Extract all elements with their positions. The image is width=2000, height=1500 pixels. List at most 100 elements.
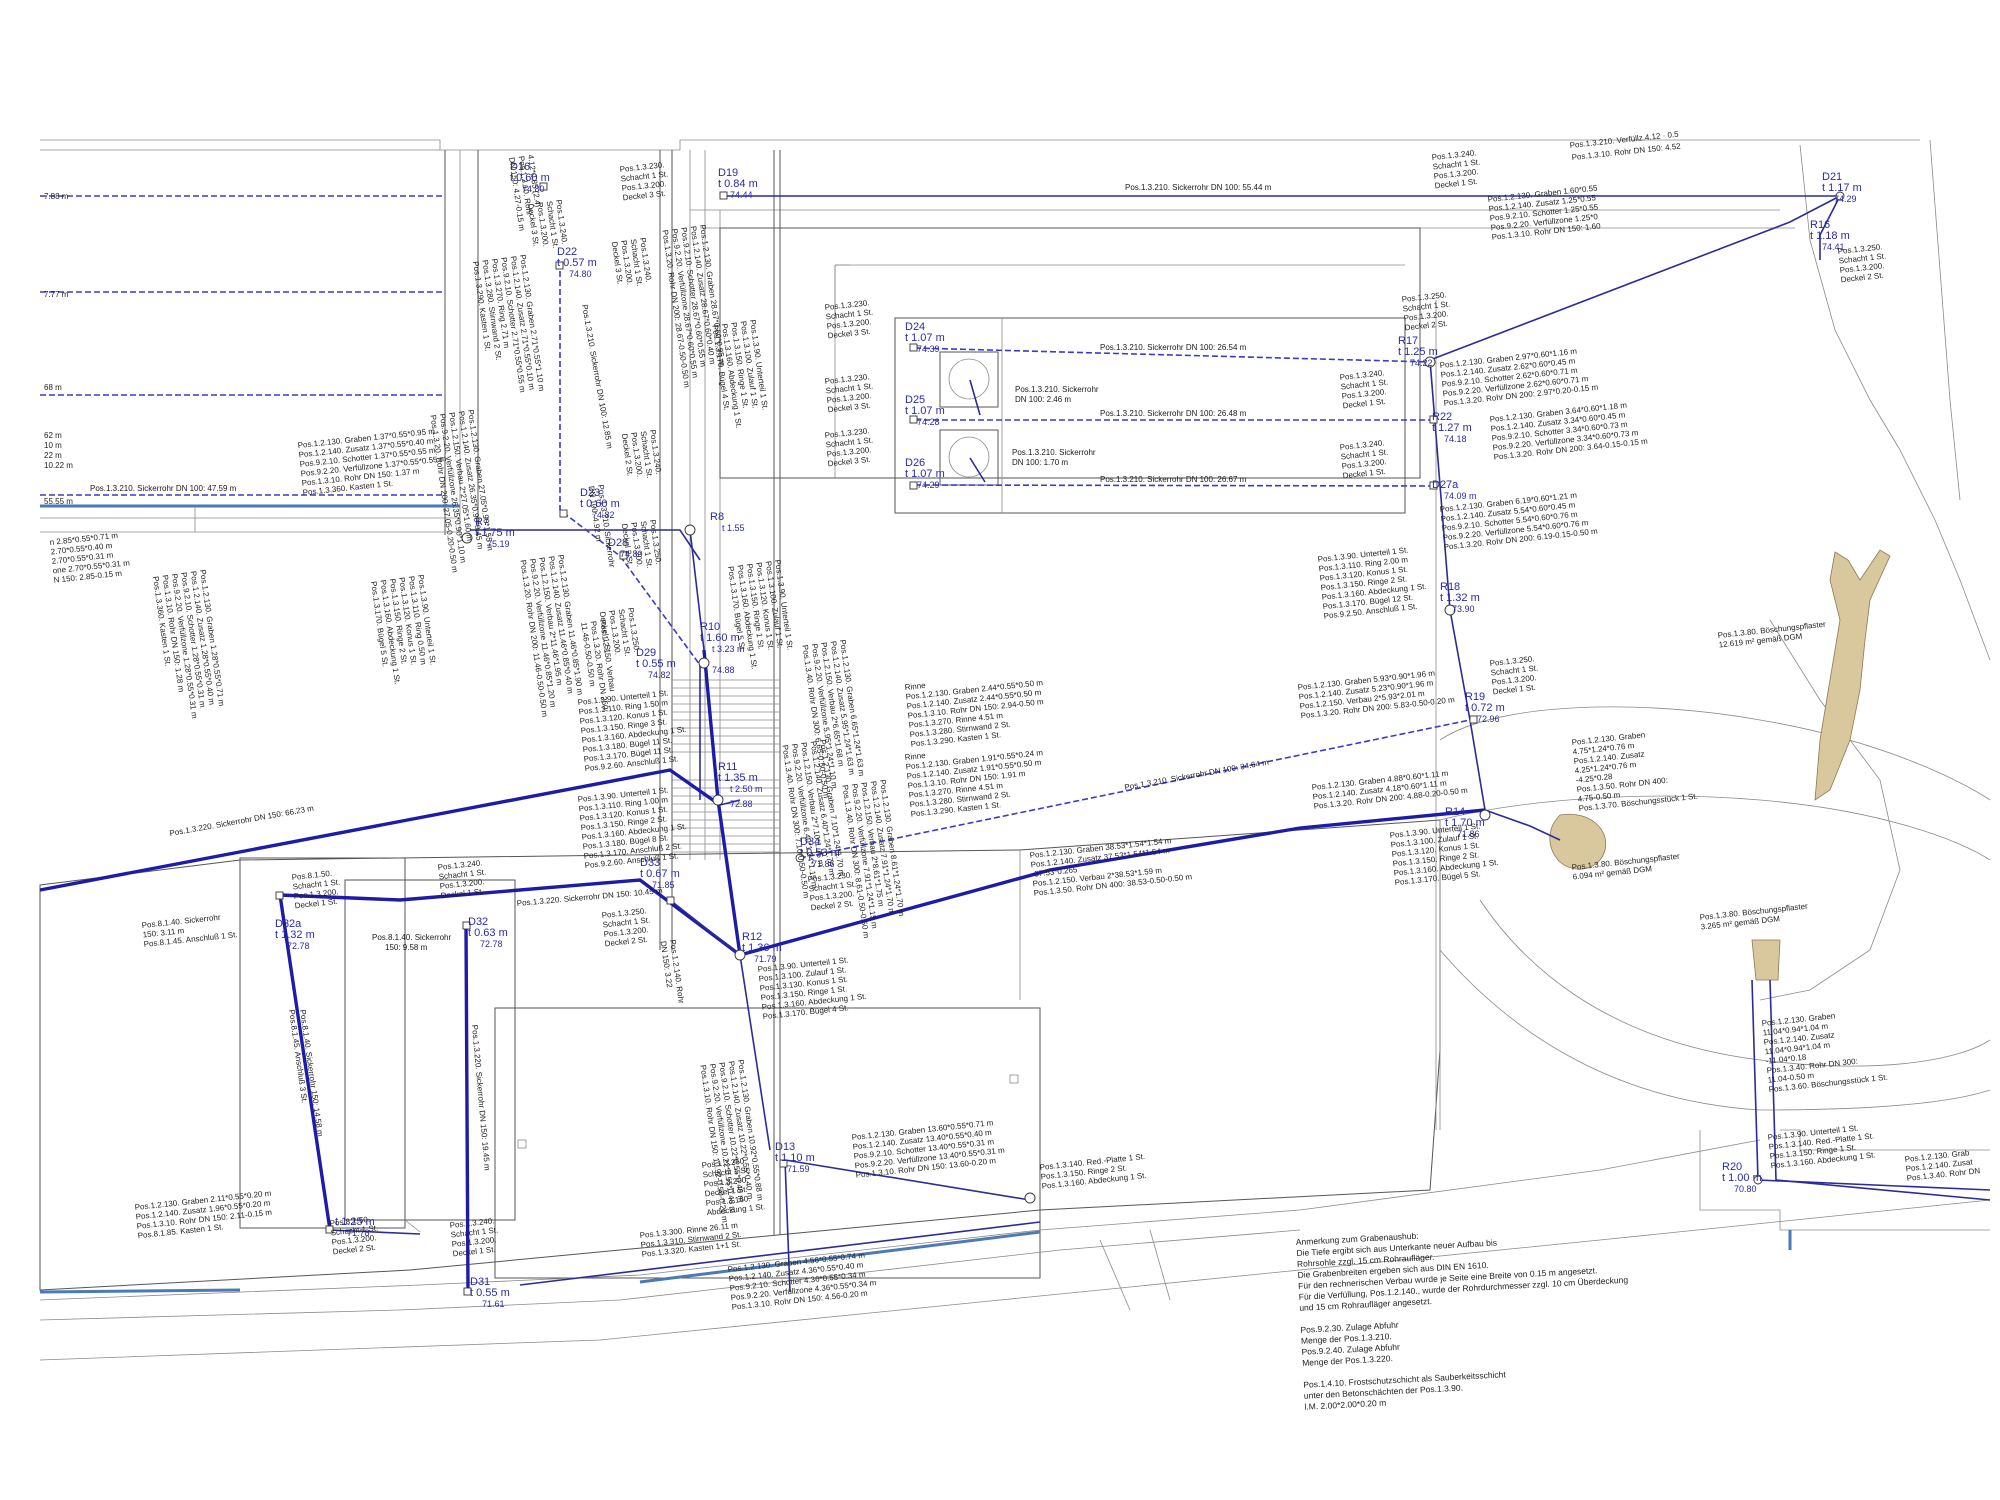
node-r8: R8t 1.55 xyxy=(710,511,745,533)
node-id: R19 xyxy=(1465,691,1485,703)
node-depth: t 1.35 m xyxy=(718,772,758,784)
quantity-block-rotated: Pos.1.3.90. Unterteil 1 St.Pos.1.3.110. … xyxy=(369,574,440,686)
pipe-label-room2: Pos.1.3.210. Sickerrohr xyxy=(1012,448,1096,457)
pipe-label-d26: Pos.1.3.210. Sickerrohr DN 100: 26.67 m xyxy=(1100,475,1247,484)
block-line: Deckel 2 St. xyxy=(604,935,648,948)
node-level: 73.90 xyxy=(1452,604,1475,614)
block-line: Deckel 1 St. xyxy=(440,887,484,900)
rotated-quantity-blocks: 4.12*0.85 (2.4)Pos.1.3.10. RohrDN 150: 4… xyxy=(151,154,908,1224)
node-level: 71.79 xyxy=(754,954,777,964)
node-level: 74.88 xyxy=(712,665,735,675)
pipes xyxy=(39,195,1991,1293)
node-level: 74.41 xyxy=(1822,242,1845,252)
block-line: -4.25*0.28 xyxy=(1575,772,1613,785)
pipe-label-room2b: DN 100: 1.70 m xyxy=(1012,458,1068,467)
node-level: 74.80 xyxy=(569,269,592,279)
quantity-block: Pos.1.2.130. Graben 2.11*0.55*0.20 mPos.… xyxy=(134,1189,275,1241)
block-line: Pos.8.1.50. xyxy=(329,1215,370,1228)
quantity-block: Pos.1.2.130. Graben 1.37*0.55*0.95 mPos.… xyxy=(297,426,449,498)
note-block: Anmerkung zum Grabenaushub:Die Tiefe erg… xyxy=(1296,1220,1635,1412)
block-line: Deckel 3 St. xyxy=(827,455,871,468)
general-note: Anmerkung zum Grabenaushub:Die Tiefe erg… xyxy=(1296,1220,1635,1412)
node-id: D31 xyxy=(470,1276,490,1288)
node-r11b: 72.88 xyxy=(730,799,753,809)
quantity-block: Pos.1.3.230.Schacht 1 St.Pos.1.3.200.Dec… xyxy=(824,372,875,414)
quantity-block: Pos.1.3.230.Schacht 1 St.Pos.1.3.200.Dec… xyxy=(807,870,858,912)
quantity-block: Pos.1.3.90. Unterteil 1 St.Pos.1.3.110. … xyxy=(577,784,690,870)
quantity-block: Pos.1.3.250.Schacht 1 St.Pos.1.3.200.Dec… xyxy=(601,906,652,948)
site-outline xyxy=(39,139,1991,1361)
node-id: R7 xyxy=(475,516,489,528)
block-line: Deckel 2 St. xyxy=(1404,319,1448,332)
block-line: Deckel 2 St. xyxy=(1840,271,1884,284)
note-line: Menge der Pos.1.3.210. xyxy=(1301,1331,1392,1346)
block-line: Deckel 1 St. xyxy=(294,897,338,910)
left-value: 22 m xyxy=(44,451,62,460)
node-level: 74.29 xyxy=(917,480,940,490)
node-id: D21 xyxy=(1822,171,1842,183)
block-line: Deckel 3 St. xyxy=(827,401,871,414)
quantity-block: Pos.1.3.230.Schacht 1 St.Pos.1.3.200.Dec… xyxy=(824,426,875,468)
quantity-block: Pos.1.2.130. GrabPos.1.2.140. ZusatPos.1… xyxy=(1904,1147,1981,1183)
quantity-block-rotated: Pos.1.2.130. Graben 8.61*1.24*1.70 mPos.… xyxy=(840,779,908,939)
pipe-label-d24: Pos.1.3.210. Sickerrohr DN 100: 26.54 m xyxy=(1100,343,1247,352)
node-id: R8 xyxy=(710,511,724,523)
pipe-label-r19-d34: Pos.1.3.210. Sickerrohr DN 100: 34.64 m xyxy=(1124,758,1270,792)
node-id: D29 xyxy=(636,647,656,659)
node-level: 74.29 xyxy=(1834,194,1857,204)
node-depth: t 0.72 m xyxy=(1465,702,1505,714)
node-level: 72.88 xyxy=(730,799,753,809)
quantity-blocks: Pos.1.3.230.Schacht 1 St.Pos.1.3.200.Dec… xyxy=(49,130,1981,1312)
node-id: R10 xyxy=(700,621,720,633)
quantity-block-rotated: Pos.1.3.210. SickerrohrDN 100: 4.92 m xyxy=(587,484,617,570)
quantity-block: Pos.1.2.130. Graben 4.88*0.60*1.11 mPos.… xyxy=(1311,767,1468,811)
quantity-block: Pos.1.2.130. Graben 3.64*0.60*1.18 mPos.… xyxy=(1489,399,1648,462)
node-depth: t 1.18 m xyxy=(1810,230,1850,242)
block-line: Pos.8.1.50. xyxy=(291,869,332,882)
paving-area-1 xyxy=(1814,549,1891,801)
block-line: 4.75-0.50 m xyxy=(1577,790,1621,803)
quantity-block: Pos.1.3.90. Unterteil 1 St.Pos.1.3.110. … xyxy=(1317,544,1429,621)
node-id: D13 xyxy=(775,1141,795,1153)
node-id: D24 xyxy=(905,321,925,333)
quantity-block: n 2.85*0.55*0.71 m2.70*0.55*0.40 m2.70*0… xyxy=(49,530,131,585)
pipe-label-room1: Pos.1.3.210. Sickerrohr xyxy=(1015,385,1099,394)
quantity-block: Pos.1.3.90. Unterteil 1 St.Pos.1.3.100. … xyxy=(1389,820,1500,887)
node-depth: t 0.60 m xyxy=(510,172,550,184)
quantity-block: Pos.1.3.240.Schacht 1 St.Pos.1.3.200.Dec… xyxy=(449,1216,500,1258)
quantity-block: Pos.1.2.130. Graben 2.97*0.60*1.16 mPos.… xyxy=(1439,345,1599,408)
quantity-block: Pos.1.3.230.Schacht 1 St.Pos.1.3.200.Dec… xyxy=(824,298,875,340)
node-level: 74.22 xyxy=(1410,358,1433,368)
pipe-label-left-r7: Pos.1.3.210. Sickerrohr DN 100: 47.59 m xyxy=(90,484,237,493)
node-d32b: t 1.25 m71.78 xyxy=(335,1216,375,1238)
left-value: 10.22 m xyxy=(44,461,73,470)
node-id: D16 xyxy=(510,161,530,173)
node-id: R17 xyxy=(1398,335,1418,347)
quantity-block: Pos.8.1.50.Schacht 1 St.Pos.1.3.200.Deck… xyxy=(291,868,342,910)
node-level: 71.85 xyxy=(652,880,675,890)
node-id: D32 xyxy=(468,916,488,928)
block-line: Deckel 1 St. xyxy=(1342,467,1386,480)
quantity-block: Pos.1.3.90. Unterteil 1 St.Pos.1.3.100. … xyxy=(757,954,868,1021)
node-level: 72.78 xyxy=(287,941,310,951)
node-id: D19 xyxy=(718,167,738,179)
node-id: R18 xyxy=(1440,581,1460,593)
node-level: 70.80 xyxy=(1734,1184,1757,1194)
node-level: 74.09 m xyxy=(1444,491,1477,501)
node-depth: t 1.32 m xyxy=(1440,592,1480,604)
node-id: R22 xyxy=(1432,411,1452,423)
quantity-block: Pos.1.3.240.Schacht 1 St.Pos.1.3.200.Dec… xyxy=(1339,438,1390,480)
